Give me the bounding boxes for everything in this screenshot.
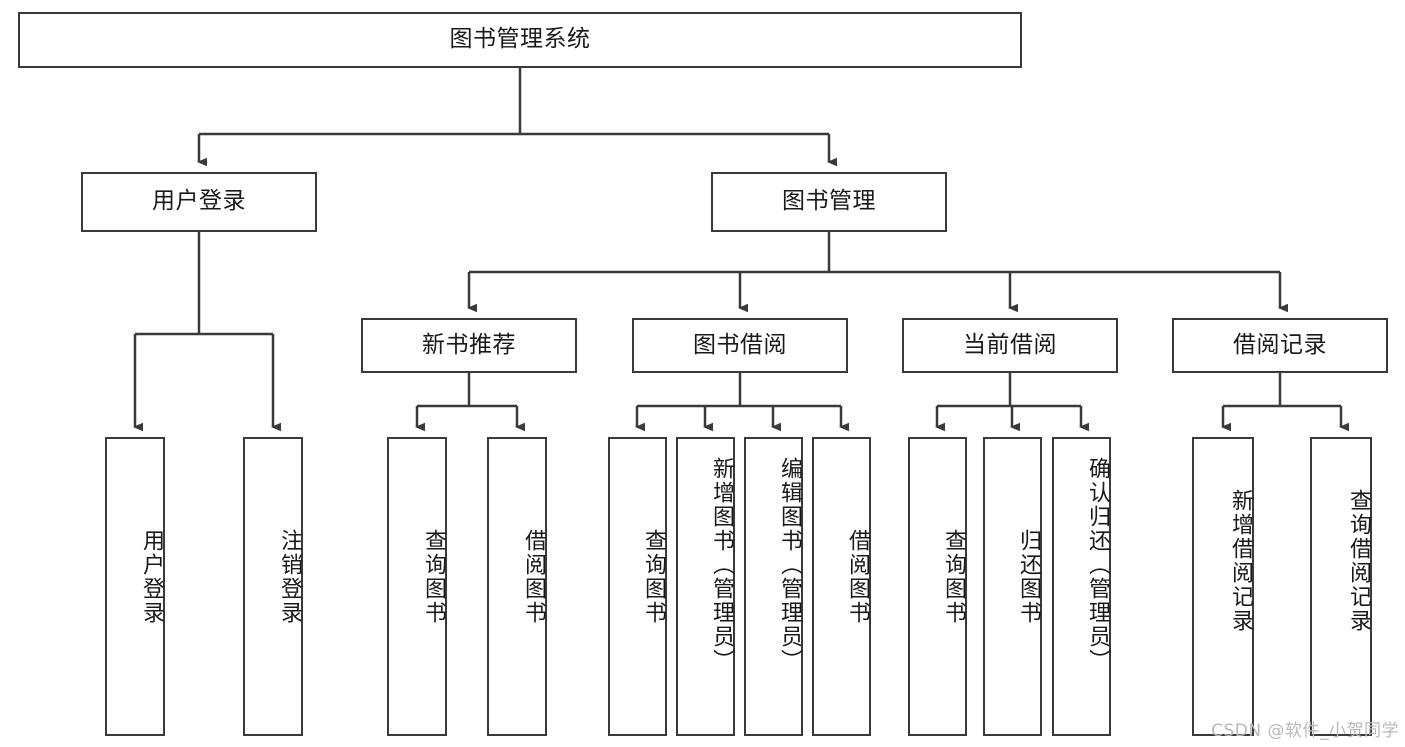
node-user-login[interactable]: 用户登录 — [81, 172, 317, 232]
node-current-borrowing[interactable]: 当前借阅 — [902, 318, 1118, 373]
leaf-node[interactable]: 归还图书 — [983, 437, 1042, 736]
leaf-node[interactable]: 新增图书（管理员） — [676, 437, 735, 736]
node-book-borrowing[interactable]: 图书借阅 — [632, 318, 848, 373]
node-label: 借阅记录 — [1233, 331, 1327, 358]
node-root-label: 图书管理系统 — [449, 26, 591, 53]
leaf-node[interactable]: 确认归还（管理员） — [1052, 437, 1111, 736]
leaf-node[interactable]: 借阅图书 — [487, 437, 547, 736]
leaf-node[interactable]: 查询图书 — [908, 437, 967, 736]
leaf-node[interactable]: 查询图书 — [387, 437, 447, 736]
leaf-node-label: 查询图书 — [941, 529, 966, 625]
leaf-node-label: 注销登录 — [277, 529, 302, 625]
node-new-book-recommendation[interactable]: 新书推荐 — [361, 318, 577, 373]
node-label: 新书推荐 — [422, 331, 516, 358]
leaf-node-label: 借阅图书 — [845, 529, 870, 625]
leaf-node[interactable]: 注销登录 — [243, 437, 303, 736]
watermark: CSDN @软件_小贺同学 — [1211, 721, 1399, 741]
leaf-node[interactable]: 新增借阅记录 — [1192, 437, 1254, 736]
leaf-node-label: 用户登录 — [139, 529, 164, 625]
leaf-node-label: 新增图书（管理员） — [709, 457, 734, 673]
node-borrowing-records[interactable]: 借阅记录 — [1172, 318, 1388, 373]
leaf-node[interactable]: 用户登录 — [105, 437, 165, 736]
leaf-node-label: 查询借阅记录 — [1346, 489, 1371, 633]
leaf-node-label: 新增借阅记录 — [1228, 489, 1253, 633]
node-label: 用户登录 — [152, 188, 246, 215]
node-label: 图书借阅 — [693, 331, 787, 358]
leaf-node-label: 借阅图书 — [521, 529, 546, 625]
leaf-node[interactable]: 借阅图书 — [812, 437, 871, 736]
leaf-node-label: 归还图书 — [1016, 529, 1041, 625]
leaf-node-label: 查询图书 — [641, 529, 666, 625]
leaf-node[interactable]: 编辑图书（管理员） — [744, 437, 803, 736]
node-label: 图书管理 — [782, 188, 876, 215]
node-label: 当前借阅 — [963, 331, 1057, 358]
leaf-node[interactable]: 查询图书 — [608, 437, 667, 736]
leaf-node[interactable]: 查询借阅记录 — [1310, 437, 1372, 736]
node-book-management[interactable]: 图书管理 — [711, 172, 947, 232]
leaf-node-label: 查询图书 — [421, 529, 446, 625]
node-root-system[interactable]: 图书管理系统 — [18, 12, 1022, 68]
leaf-node-label: 编辑图书（管理员） — [777, 457, 802, 673]
leaf-node-label: 确认归还（管理员） — [1085, 457, 1110, 673]
